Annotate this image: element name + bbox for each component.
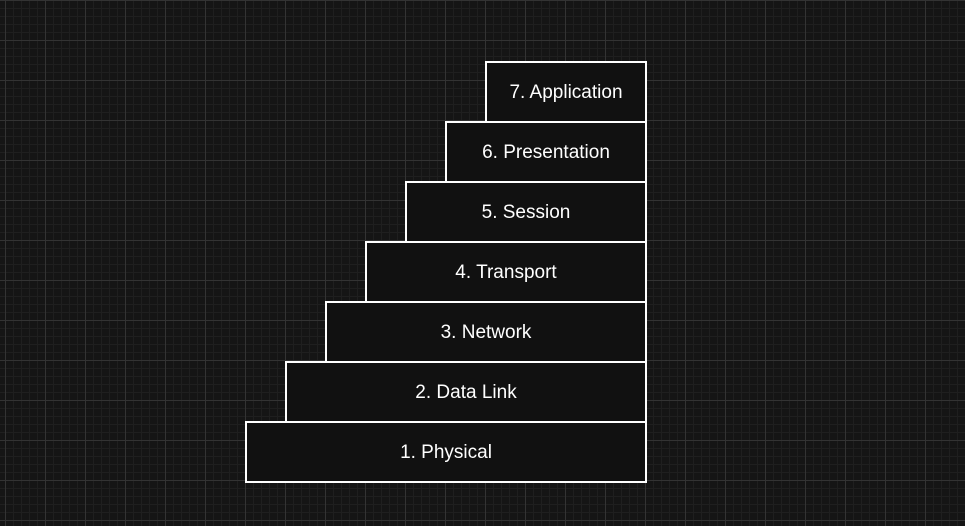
layer-box-data-link[interactable]: 2. Data Link [285, 361, 647, 423]
layer-box-presentation[interactable]: 6. Presentation [445, 121, 647, 183]
layer-box-application[interactable]: 7. Application [485, 61, 647, 123]
layer-label-data-link: 2. Data Link [415, 381, 517, 403]
layer-label-session: 5. Session [481, 201, 571, 223]
layer-box-physical[interactable]: 1. Physical [245, 421, 647, 483]
layer-label-network: 3. Network [440, 321, 532, 343]
layer-label-application: 7. Application [509, 81, 623, 103]
layer-box-network[interactable]: 3. Network [325, 301, 647, 363]
layer-label-presentation: 6. Presentation [482, 141, 610, 163]
layer-box-transport[interactable]: 4. Transport [365, 241, 647, 303]
layer-label-transport: 4. Transport [455, 261, 557, 283]
layer-box-session[interactable]: 5. Session [405, 181, 647, 243]
layer-label-physical: 1. Physical [400, 441, 492, 463]
